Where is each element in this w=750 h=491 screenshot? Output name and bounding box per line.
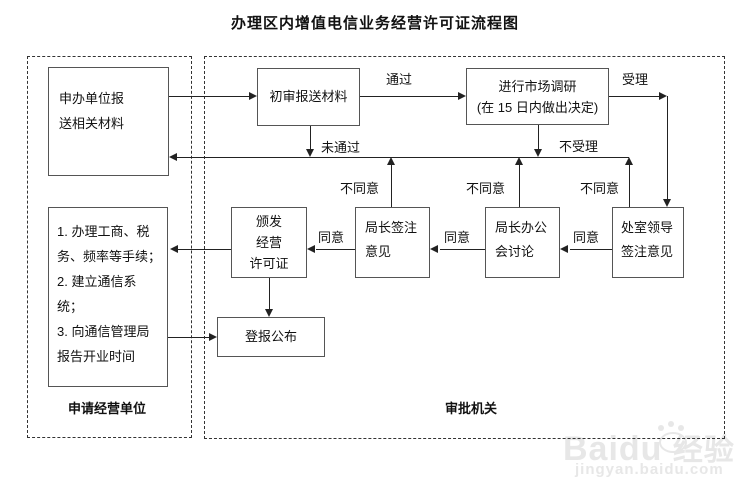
label-disagree-3: 不同意: [580, 181, 620, 196]
arrowhead-into-research: [458, 92, 466, 100]
label-disagree-1: 不同意: [340, 181, 380, 196]
label-agree-3: 同意: [573, 230, 600, 245]
arrowhead-not-accept: [534, 149, 542, 157]
connector-not-accept-drop: [538, 125, 539, 150]
connector-agree-1: [316, 249, 355, 250]
connector-issue-to-publish: [269, 278, 270, 310]
connector-procedures-to-publish: [168, 337, 210, 338]
arrowhead-into-publish-left: [209, 333, 217, 341]
node-market-research: 进行市场调研 (在 15 日内做出决定): [466, 68, 609, 125]
label-agree-2: 同意: [444, 230, 471, 245]
arrowhead-into-review: [249, 92, 257, 100]
arrowhead-into-division-leader: [663, 199, 671, 207]
baidu-watermark-brand: Baidu 经验: [563, 425, 735, 469]
connector-issue-to-procedures: [178, 249, 231, 250]
node-post-procedures: 1. 办理工商、税 务、频率等手续； 2. 建立通信系 统； 3. 向通信管理局…: [48, 207, 168, 387]
connector-disagree-3: [629, 164, 630, 207]
baidu-paw-icon: [658, 425, 687, 453]
arrowhead-not-pass: [306, 149, 314, 157]
node-bureau-meeting: 局长办公 会讨论: [485, 207, 560, 278]
watermark-url: jingyan.baidu.com: [575, 461, 724, 478]
authority-lane-label: 审批机关: [445, 401, 498, 416]
connector-apply-to-review: [169, 96, 250, 97]
label-accept: 受理: [622, 72, 649, 87]
arrowhead-disagree-2: [515, 157, 523, 165]
arrowhead-into-apply: [169, 153, 177, 161]
applicant-lane-label: 申请经营单位: [68, 401, 147, 416]
node-publish-announcement: 登报公布: [217, 317, 325, 357]
connector-accept-horizontal: [609, 96, 660, 97]
arrowhead-disagree-1: [387, 157, 395, 165]
page-title: 办理区内增值电信业务经营许可证流程图: [230, 15, 519, 32]
connector-not-pass-drop: [310, 126, 311, 150]
connector-return-line: [177, 157, 629, 158]
label-pass: 通过: [386, 72, 413, 87]
label-disagree-2: 不同意: [466, 181, 506, 196]
connector-agree-2: [440, 249, 485, 250]
arrowhead-agree-1: [307, 245, 315, 253]
region-authority-lane: [204, 56, 725, 439]
baidu-logo-text: Baidu: [563, 430, 663, 468]
label-agree-1: 同意: [318, 230, 345, 245]
region-applicant-lane: [27, 56, 192, 438]
arrowhead-into-publish-top: [265, 309, 273, 317]
node-division-leader-sign: 处室领导 签注意见: [612, 207, 684, 278]
arrowhead-agree-2: [430, 245, 438, 253]
arrowhead-disagree-3: [625, 157, 633, 165]
node-issue-license: 颁发 经营 许可证: [231, 207, 307, 278]
node-apply-materials: 申办单位报 送相关材料: [48, 67, 169, 176]
node-initial-review: 初审报送材料: [257, 68, 360, 126]
label-not-accept: 不受理: [559, 139, 599, 154]
connector-disagree-2: [519, 164, 520, 207]
connector-agree-3: [570, 249, 612, 250]
connector-accept-vertical: [667, 96, 668, 200]
arrowhead-accept-corner: [659, 92, 667, 100]
node-bureau-chief-sign: 局长签注 意见: [355, 207, 430, 278]
connector-review-to-research: [360, 96, 459, 97]
arrowhead-into-procedures: [170, 245, 178, 253]
connector-disagree-1: [391, 164, 392, 207]
label-not-pass: 未通过: [321, 140, 361, 155]
arrowhead-agree-3: [560, 245, 568, 253]
